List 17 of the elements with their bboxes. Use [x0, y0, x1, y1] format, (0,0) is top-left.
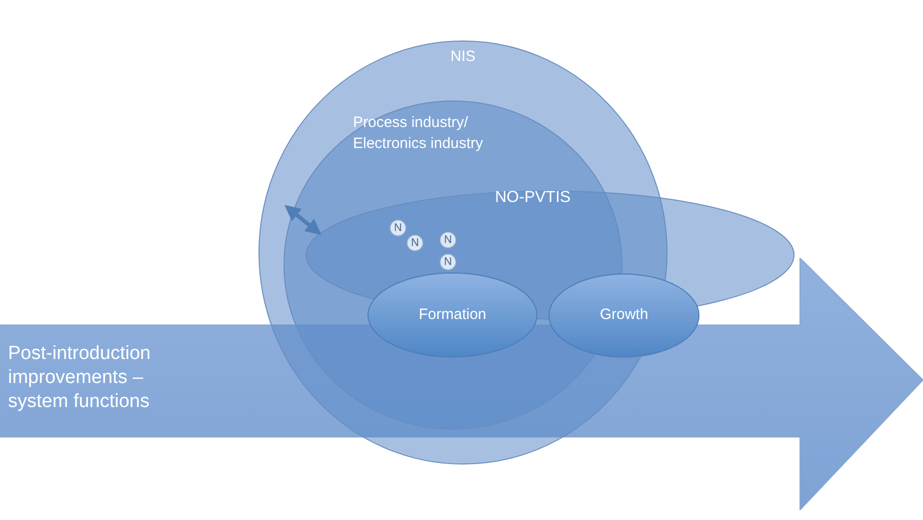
node-label: N: [394, 222, 402, 234]
node-label: Process industry/ Electronics industry: [353, 113, 484, 154]
node-label: N: [444, 234, 452, 246]
node-label: N: [444, 256, 452, 268]
node-circle: [406, 234, 424, 252]
node-label: N: [411, 238, 419, 248]
node-circle: [439, 253, 457, 271]
process-arrow: [0, 258, 923, 510]
node-label: Growth: [600, 305, 648, 326]
double-arrow: [284, 204, 322, 236]
node-label: Post-introduction improvements – system functions: [8, 342, 152, 414]
node-label: NO-PVTIS: [495, 188, 571, 208]
node-circle: [389, 219, 407, 237]
phase-ellipse: [548, 273, 700, 358]
node-circle: [439, 231, 457, 249]
node-label: NIS: [449, 47, 476, 67]
node-label: Formation: [418, 304, 486, 325]
